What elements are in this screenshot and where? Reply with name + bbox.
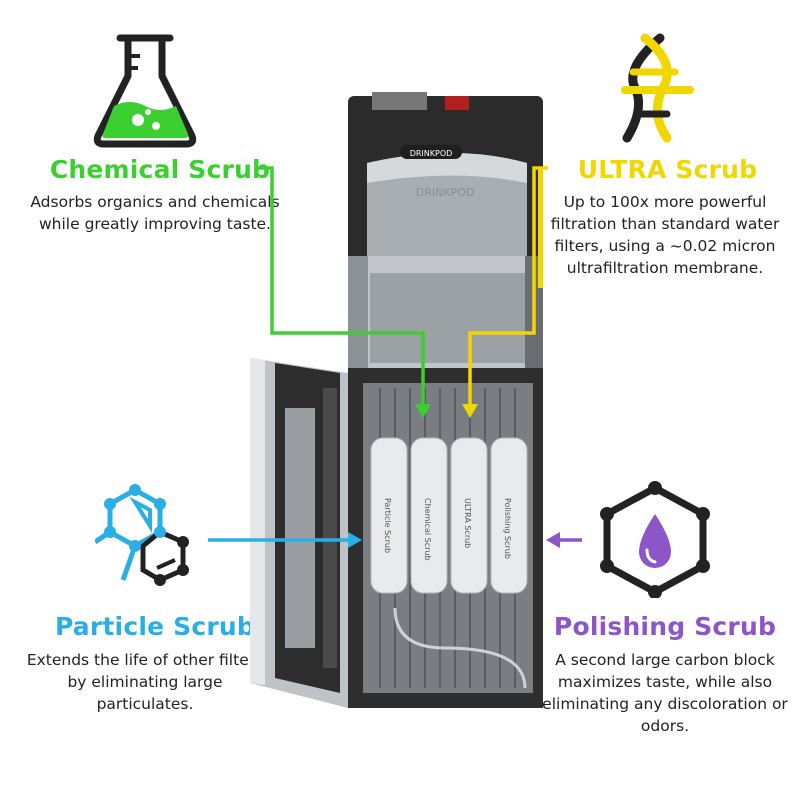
water-drop-hexagon-icon xyxy=(600,481,710,598)
polishing-scrub-arrow xyxy=(546,532,582,548)
filter-label: Chemical Scrub xyxy=(423,498,432,561)
water-dispenser-image: DRINKPOD DRINKPOD Particle Scrub Chemica… xyxy=(250,92,543,708)
filter-label: ULTRA Scrub xyxy=(463,498,472,548)
device-brand-label: DRINKPOD xyxy=(410,149,453,158)
flask-icon xyxy=(93,34,197,148)
chemical-scrub-description: Adsorbs organics and chemicals while gre… xyxy=(30,193,280,233)
filter-label: Particle Scrub xyxy=(383,498,392,553)
ultra-scrub-title: ULTRA Scrub xyxy=(577,155,758,184)
ultra-scrub-description: Up to 100x more powerful filtration than… xyxy=(550,193,780,277)
particle-scrub-title: Particle Scrub xyxy=(54,612,256,641)
device-panel-text: DRINKPOD xyxy=(416,186,475,199)
filter-cartridge: Particle Scrub xyxy=(370,437,408,594)
filter-cartridge: Polishing Scrub xyxy=(490,437,528,594)
filter-cartridge: ULTRA Scrub xyxy=(450,437,488,594)
chemical-scrub-title: Chemical Scrub xyxy=(49,155,271,184)
filter-label: Polishing Scrub xyxy=(503,498,512,559)
particle-scrub-arrow xyxy=(208,532,362,548)
polishing-scrub-title: Polishing Scrub xyxy=(553,612,777,641)
chemical-scrub-arrow xyxy=(258,166,431,418)
filter-cartridge: Chemical Scrub xyxy=(410,437,448,594)
ultra-scrub-arrow xyxy=(462,166,548,418)
particle-scrub-description: Extends the life of other filters by eli… xyxy=(26,651,264,713)
molecule-icon xyxy=(95,484,189,586)
dna-icon xyxy=(621,33,694,143)
polishing-scrub-description: A second large carbon block maximizes ta… xyxy=(542,651,788,735)
